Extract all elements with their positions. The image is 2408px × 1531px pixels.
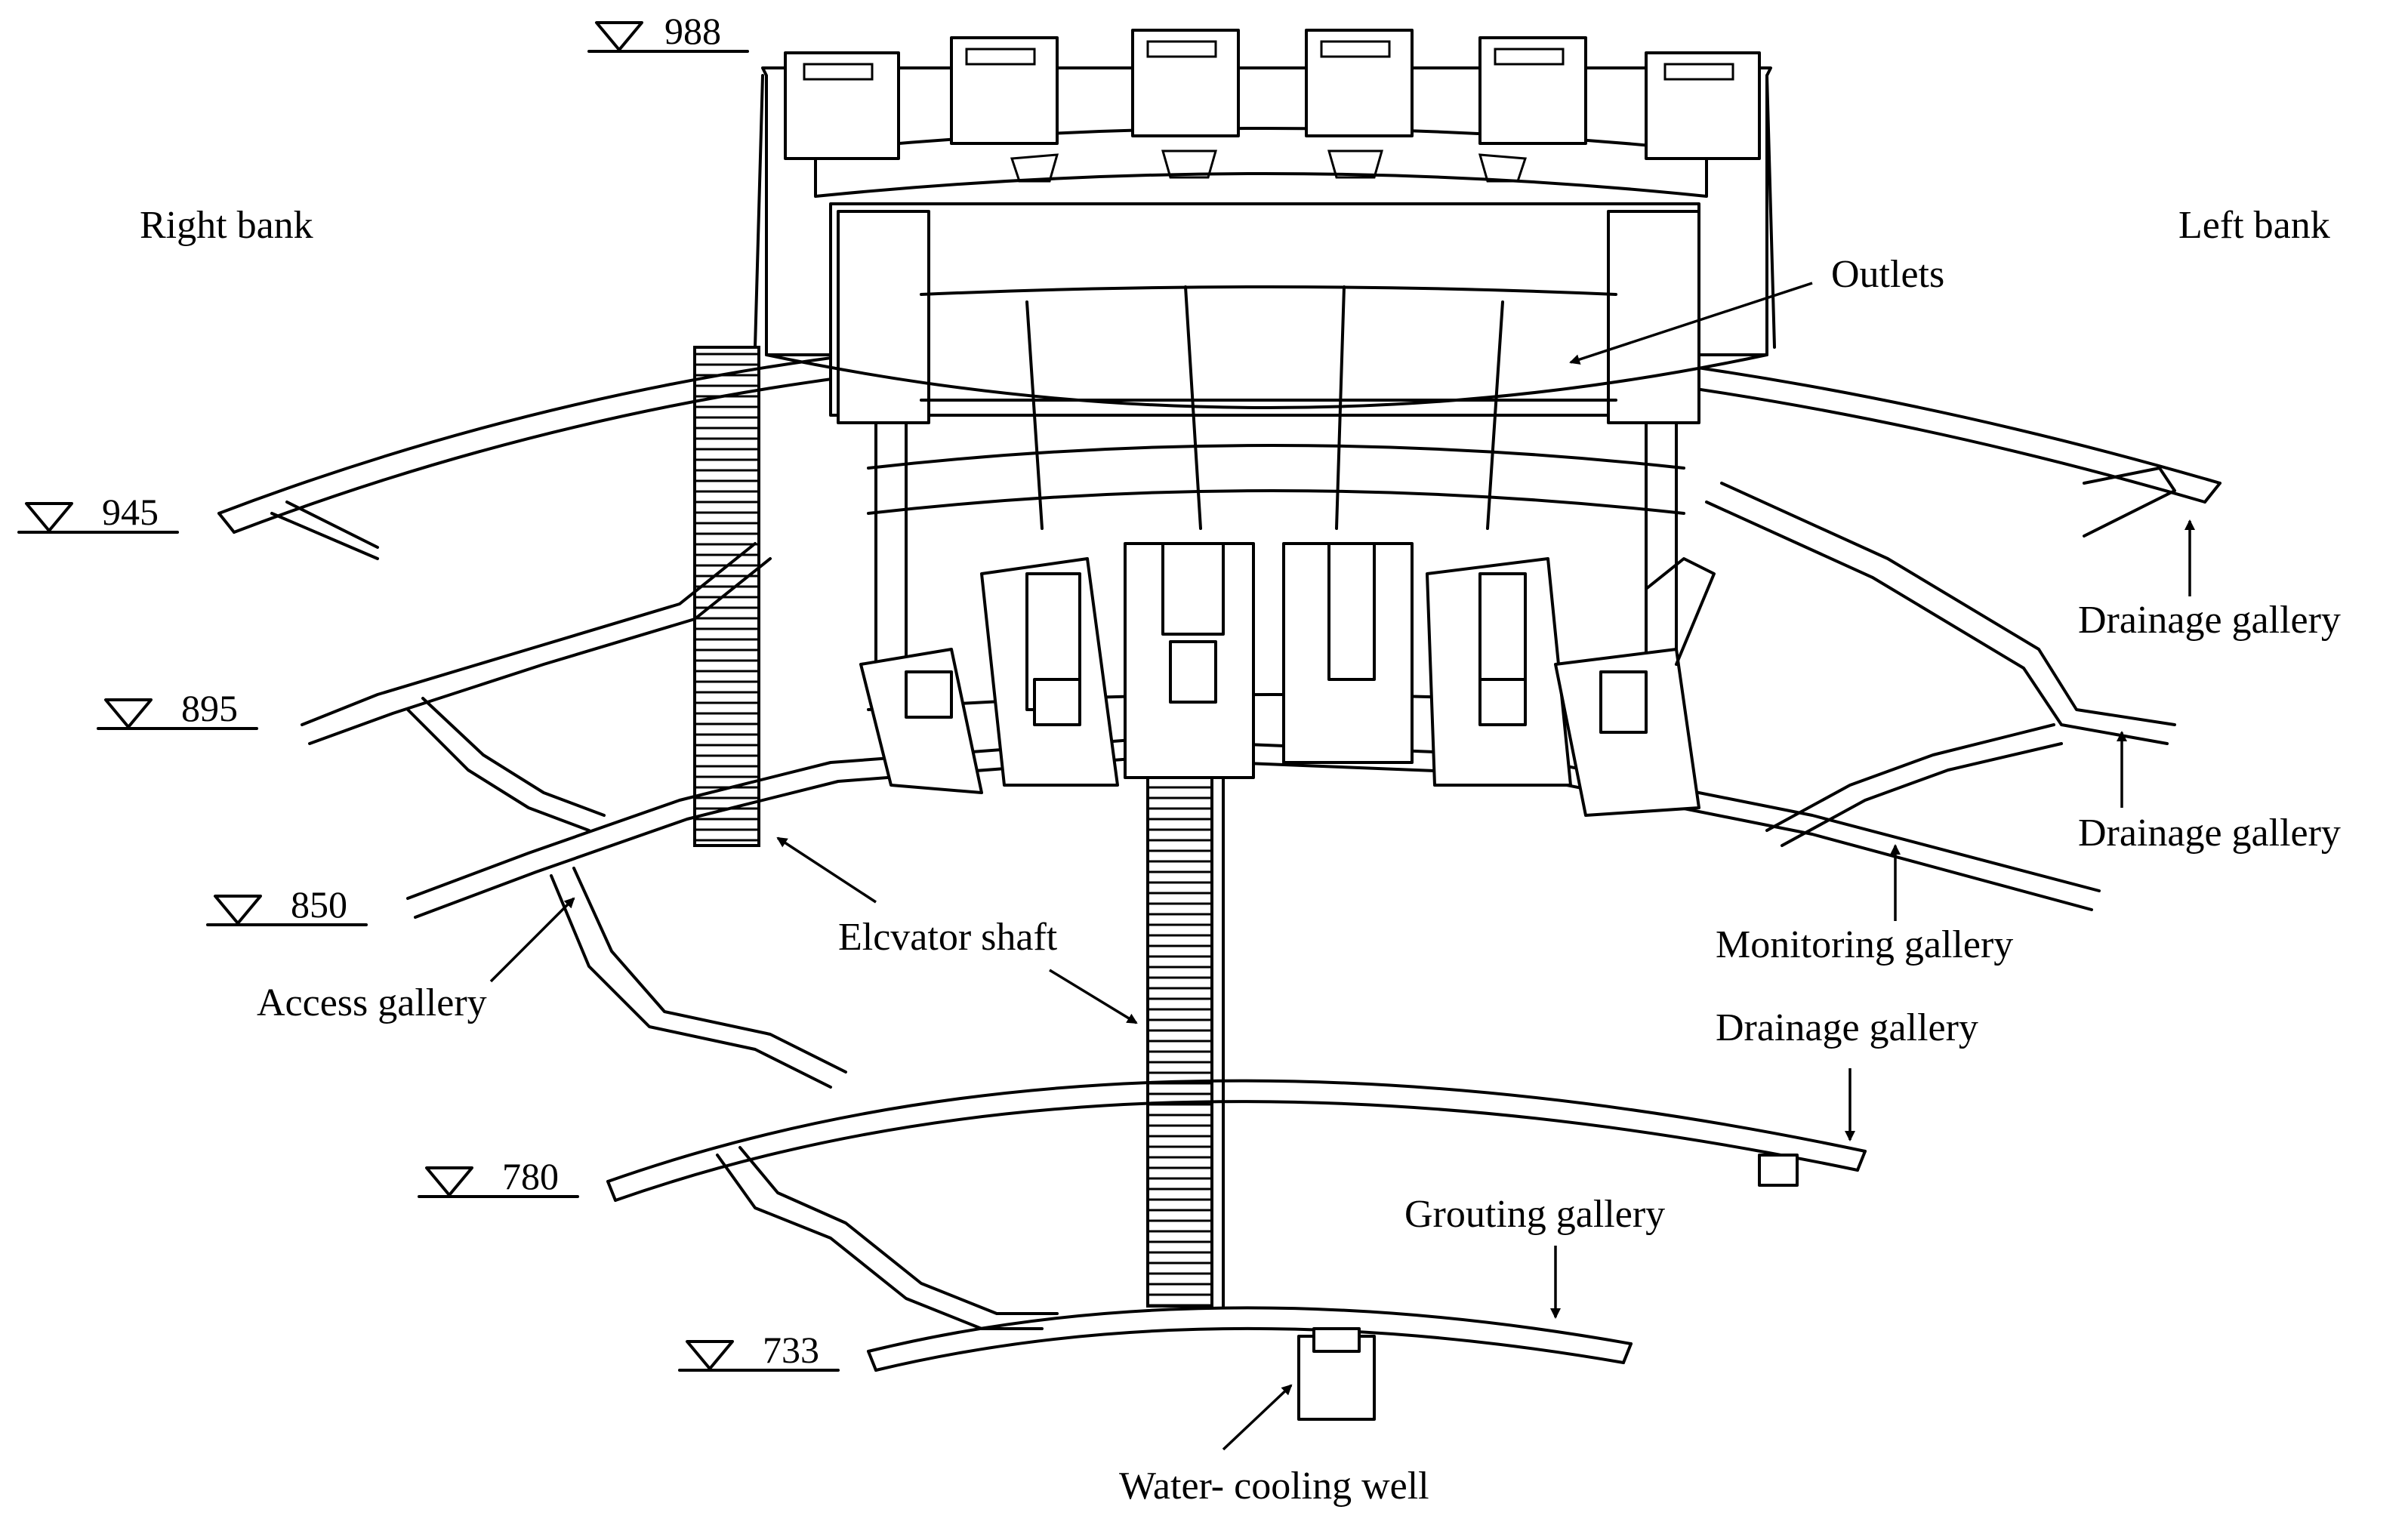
elevation-945: 945 — [102, 491, 159, 533]
elevation-850: 850 — [291, 883, 347, 926]
elevation-988: 988 — [664, 10, 721, 52]
elevation-marker-945: 945 — [17, 491, 179, 534]
access-gallery-arrow — [489, 897, 575, 983]
drainage-gallery-label-1: Drainage gallery — [2078, 599, 2341, 642]
elevator-shaft-arrow-2 — [1049, 969, 1138, 1024]
elevator-shaft-right-bank — [693, 346, 760, 847]
elevation-733: 733 — [763, 1329, 819, 1371]
elevation-marker-988: 988 — [587, 10, 749, 53]
water-cooling-well-arrow — [1222, 1384, 1293, 1451]
elevator-shaft-label: Elcvator shaft — [838, 916, 1058, 959]
outlets-arrow — [1569, 282, 1813, 365]
elevation-marker-895: 895 — [97, 687, 258, 730]
elevator-shaft-arrow-1 — [776, 836, 877, 904]
monitoring-gallery-label: Monitoring gallery — [1716, 923, 2013, 966]
grouting-gallery-label: Grouting gallery — [1404, 1193, 1665, 1236]
left-bank-label: Left bank — [2178, 204, 2330, 247]
water-cooling-well-label: Water- cooling well — [1119, 1465, 1429, 1508]
elevation-895: 895 — [181, 687, 238, 729]
elevator-shaft-central — [1146, 776, 1225, 1308]
drainage-gallery-label-3: Drainage gallery — [1716, 1006, 1978, 1049]
right-bank-label: Right bank — [140, 204, 313, 247]
elevation-780: 780 — [502, 1155, 559, 1197]
gallery-780 — [606, 1079, 1867, 1330]
access-gallery-label: Access gallery — [257, 981, 487, 1024]
outlets-label: Outlets — [1831, 253, 1944, 296]
elevation-marker-733: 733 — [678, 1329, 840, 1372]
elevation-marker-780: 780 — [418, 1155, 579, 1198]
dam-structure — [754, 29, 1776, 817]
elevation-marker-850: 850 — [206, 883, 368, 926]
gallery-850 — [406, 723, 2101, 1089]
drainage-gallery-label-2: Drainage gallery — [2078, 812, 2341, 855]
gallery-733 — [867, 1306, 1633, 1421]
